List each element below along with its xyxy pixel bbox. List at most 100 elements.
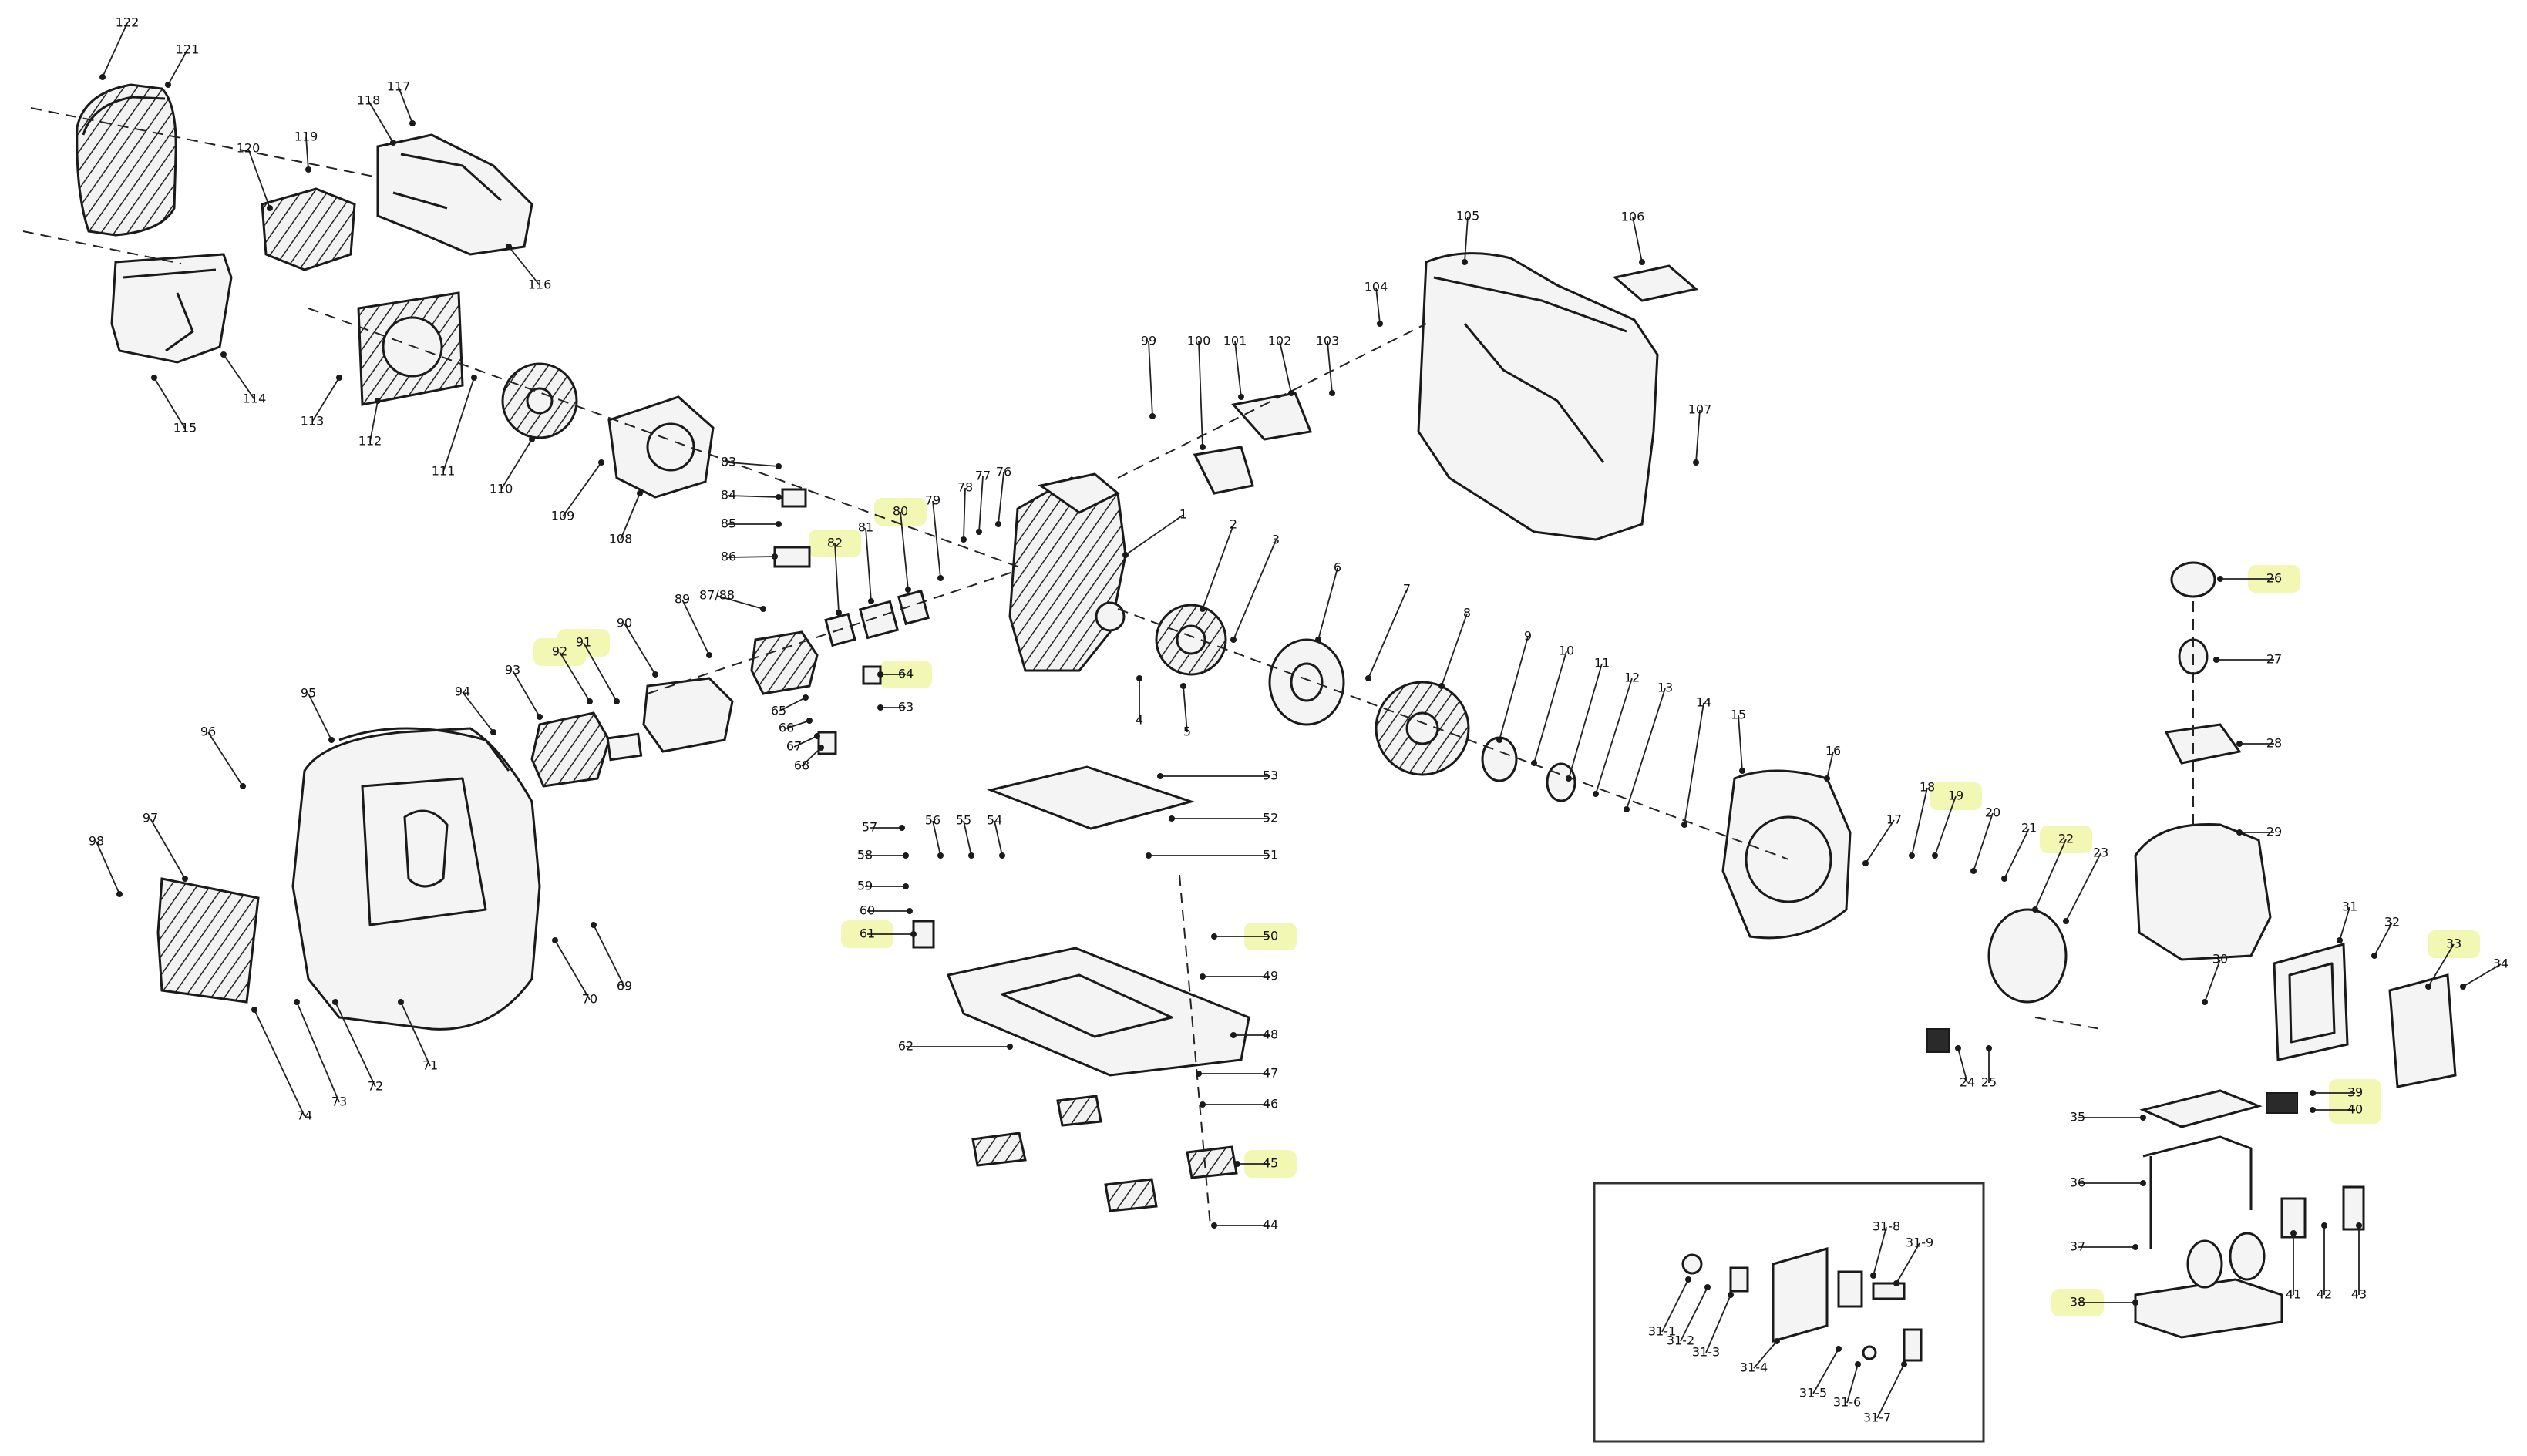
- callout-label: 55: [956, 813, 971, 828]
- screw-icon: [182, 876, 188, 882]
- screw-icon: [2140, 1115, 2146, 1121]
- callout-leader: [2204, 959, 2221, 1003]
- callout-leader: [786, 720, 810, 729]
- callout-label: 15: [1731, 708, 1746, 722]
- screw-icon: [1238, 394, 1244, 400]
- screw-icon: [1624, 806, 1630, 812]
- screw-icon: [1681, 822, 1687, 828]
- callout-label: 39: [2347, 1085, 2363, 1100]
- callout-leader: [296, 1001, 340, 1103]
- callout-leader: [462, 691, 494, 733]
- callout-leader: [2428, 943, 2455, 987]
- part-intake-box: [642, 677, 734, 753]
- screw-icon: [1986, 1045, 1992, 1051]
- callout-leader: [1183, 685, 1188, 733]
- screw-icon: [818, 745, 824, 751]
- part-socket: [2266, 1092, 2298, 1114]
- callout-label: 44: [1263, 1218, 1278, 1232]
- callout-leader: [1317, 567, 1338, 641]
- screw-icon: [398, 999, 404, 1005]
- callout-leader: [716, 595, 764, 610]
- screw-icon: [529, 436, 535, 442]
- screw-icon: [1377, 321, 1383, 327]
- screw-icon: [937, 852, 944, 859]
- screw-icon: [1315, 637, 1321, 643]
- callout-label: 34: [2493, 957, 2508, 971]
- callout-leader: [1233, 540, 1277, 641]
- part-control-panel-frame: [2273, 943, 2349, 1061]
- callout-label: 24: [1960, 1075, 1975, 1090]
- callout-leader: [311, 377, 340, 422]
- callout-leader: [778, 697, 806, 712]
- screw-icon: [1870, 1273, 1876, 1279]
- screw-icon: [1230, 637, 1237, 643]
- callout-leader: [554, 940, 591, 1000]
- callout-label: 52: [1263, 811, 1278, 826]
- callout-label: 101: [1223, 334, 1247, 348]
- callout-label: 118: [357, 93, 381, 108]
- callout-label: 100: [1187, 334, 1211, 348]
- callout-label: 17: [1886, 812, 1902, 827]
- callout-leader: [1632, 217, 1643, 263]
- screw-icon: [937, 575, 944, 581]
- screw-icon: [591, 922, 597, 928]
- callout-leader: [1973, 812, 1994, 872]
- screw-icon: [706, 652, 712, 658]
- screw-icon: [903, 883, 909, 889]
- callout-leader: [963, 487, 966, 540]
- screw-icon: [899, 825, 905, 831]
- part-inverter-module: [2134, 1232, 2283, 1339]
- callout-label: 91: [576, 635, 591, 650]
- callout-leader: [1934, 795, 1957, 856]
- callout-label: 60: [860, 903, 875, 918]
- callout-label: 119: [294, 129, 318, 144]
- screw-icon: [1180, 683, 1186, 689]
- screw-icon: [1007, 1044, 1013, 1050]
- screw-icon: [1531, 760, 1537, 766]
- callout-label: 103: [1316, 334, 1340, 348]
- screw-icon: [1200, 444, 1206, 450]
- callout-label: 84: [721, 488, 736, 503]
- callout-label: 62: [898, 1039, 914, 1054]
- screw-icon: [995, 521, 1001, 527]
- callout-leader: [1684, 702, 1704, 826]
- callout-label: 66: [779, 721, 794, 735]
- screw-icon: [598, 459, 604, 466]
- screw-icon: [2425, 984, 2431, 990]
- callout-label: 29: [2266, 825, 2282, 839]
- screw-icon: [1196, 1071, 1202, 1077]
- callout-leader: [247, 148, 271, 209]
- callout-label: 31-1: [1648, 1324, 1676, 1339]
- callout-label: 16: [1825, 744, 1841, 758]
- screw-icon: [2132, 1244, 2138, 1250]
- screw-icon: [1639, 259, 1645, 265]
- callout-label: 8: [1463, 606, 1471, 620]
- callout-leader: [834, 543, 840, 614]
- screw-icon: [903, 852, 909, 859]
- callout-label: 79: [925, 493, 940, 508]
- screw-icon: [2290, 1230, 2297, 1236]
- part-carburetor: [750, 630, 819, 695]
- callout-label: 45: [1263, 1156, 1278, 1171]
- callout-label: 96: [200, 725, 216, 739]
- screw-icon: [2132, 1300, 2138, 1306]
- screw-icon: [1496, 737, 1502, 743]
- screw-icon: [1893, 1280, 1899, 1286]
- screw-icon: [1462, 259, 1468, 265]
- callout-label: 73: [331, 1095, 347, 1109]
- screw-icon: [1862, 860, 1869, 866]
- screw-icon: [2356, 1222, 2362, 1229]
- callout-label: 107: [1688, 402, 1712, 417]
- part-engine-block: [1008, 472, 1127, 672]
- callout-label: 31: [2342, 899, 2357, 914]
- part-rotor: [1268, 638, 1345, 726]
- callout-label: 49: [1263, 969, 1278, 984]
- callout-leader: [1661, 1279, 1689, 1333]
- part-rubber-feet: [971, 1095, 1238, 1212]
- screw-icon: [1824, 775, 1830, 782]
- callout-label: 57: [862, 820, 877, 835]
- callout-leader: [2004, 828, 2030, 879]
- callout-label: 93: [505, 663, 520, 678]
- callout-leader: [102, 22, 128, 78]
- callout-label: 69: [617, 979, 632, 994]
